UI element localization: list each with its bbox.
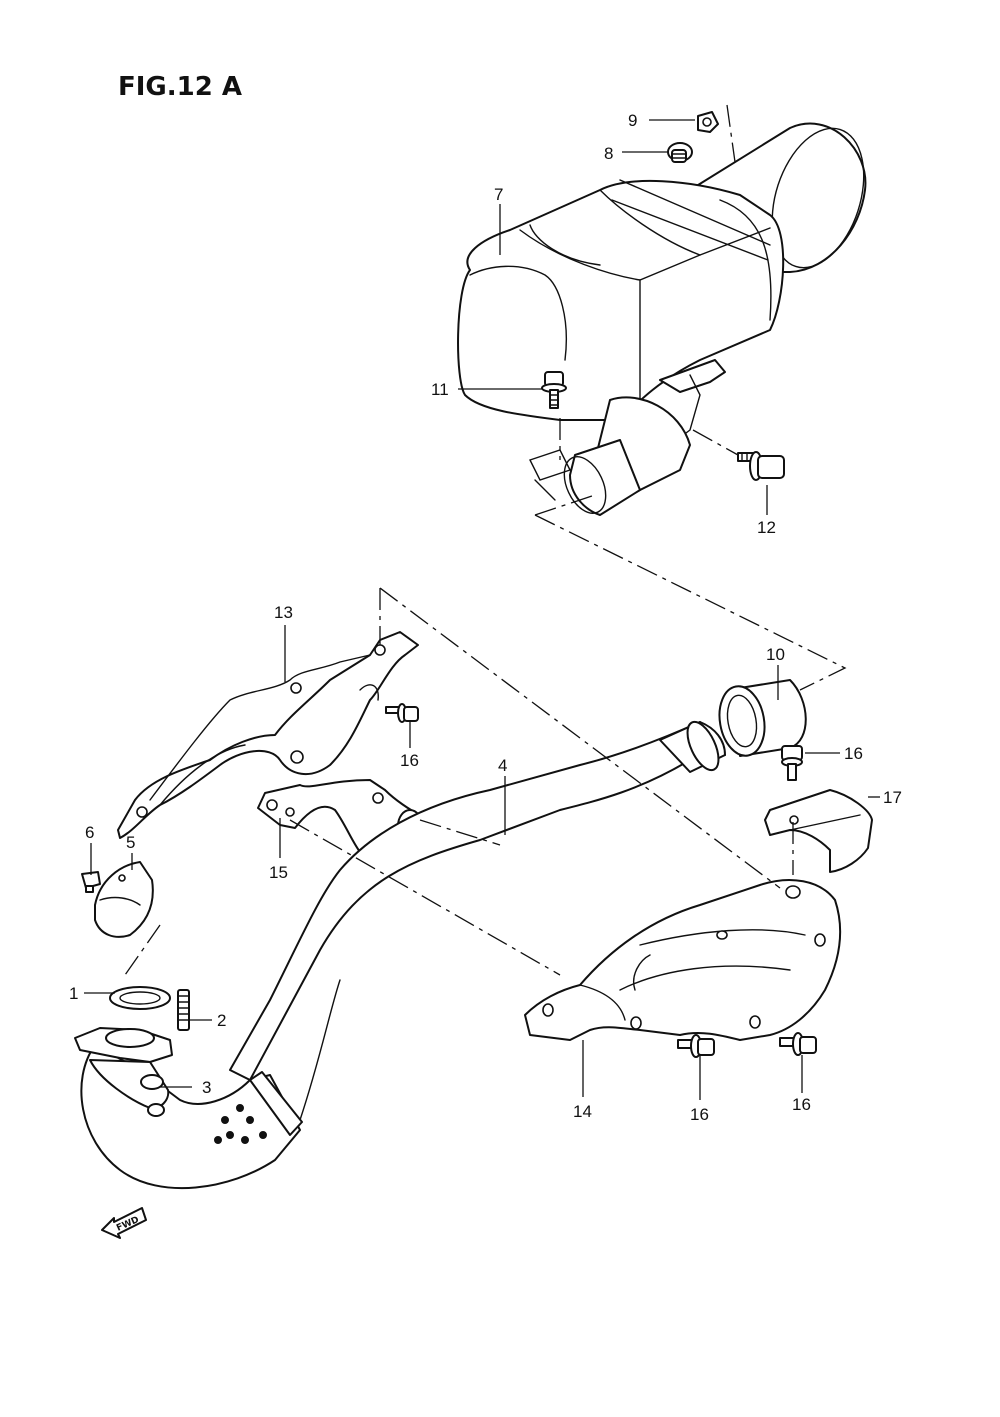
part-9-nut (697, 111, 719, 133)
callout-16-lower-left: 16 (690, 1105, 709, 1124)
muffler (457, 122, 867, 516)
callout-4: 4 (498, 756, 507, 775)
callout-7: 7 (494, 185, 503, 204)
part-3-nut (140, 1074, 165, 1117)
callout-6: 6 (85, 823, 94, 842)
callout-5: 5 (126, 833, 135, 852)
part-8-grommet (667, 142, 693, 163)
callout-3: 3 (202, 1078, 211, 1097)
forward-label: FWD (115, 1215, 141, 1234)
assembly-lines (124, 104, 847, 976)
exhaust-flange (74, 1027, 173, 1110)
callout-14: 14 (573, 1102, 592, 1121)
callout-15: 15 (269, 863, 288, 882)
callout-9: 9 (628, 111, 637, 130)
part-2-stud (177, 989, 190, 1031)
part-16-bolt-d (779, 1032, 817, 1056)
callout-12: 12 (757, 518, 776, 537)
callout-13: 13 (274, 603, 293, 622)
part-13-heat-shield (117, 631, 419, 839)
callouts: 9 8 7 11 12 13 10 16 16 4 17 6 5 15 1 2 … (69, 111, 902, 1124)
callout-10: 10 (766, 645, 785, 664)
callout-11: 11 (431, 380, 449, 399)
part-5-cover (94, 861, 154, 938)
part-6-bolt (81, 871, 101, 893)
part-12-bolt (737, 451, 785, 481)
part-1-gasket (109, 986, 171, 1010)
callout-16-upper-left: 16 (400, 751, 419, 770)
part-16-bolt-a (385, 703, 419, 723)
part-16-bolt-c (677, 1034, 715, 1058)
callout-16-lower-right: 16 (792, 1095, 811, 1114)
part-16-bolt-b (781, 745, 803, 781)
figure-title: FIG.12 A (118, 72, 242, 102)
callout-2: 2 (217, 1011, 226, 1030)
callout-8: 8 (604, 144, 613, 163)
part-11-bolt (541, 371, 567, 409)
callout-1: 1 (69, 984, 78, 1003)
leader-lines (84, 119, 880, 1100)
callout-17: 17 (883, 788, 902, 807)
part-14-heat-shield (524, 879, 842, 1041)
part-10-sleeve (718, 679, 807, 757)
callout-16-upper-right: 16 (844, 744, 863, 763)
forward-arrow-icon: FWD (101, 1207, 147, 1239)
part-17-heat-cover (764, 789, 873, 873)
